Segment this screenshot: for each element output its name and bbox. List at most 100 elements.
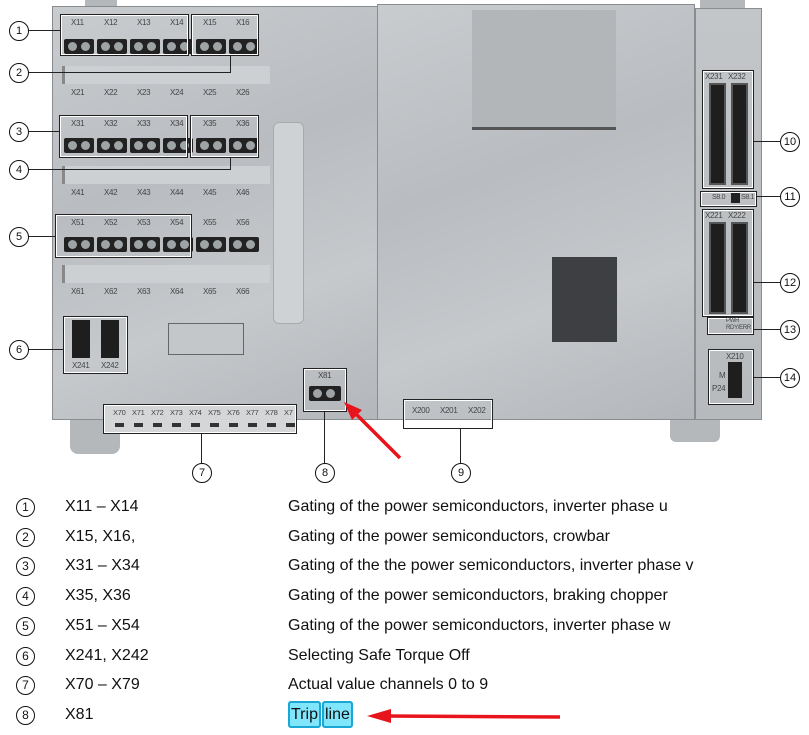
label-x222: X222 bbox=[728, 211, 746, 220]
connector-label: X11 bbox=[71, 18, 84, 27]
label-p24: P24 bbox=[712, 384, 726, 393]
gating-connector[interactable] bbox=[130, 237, 160, 252]
connector-label: X65 bbox=[203, 287, 217, 296]
switch-box bbox=[700, 191, 757, 207]
analog-socket[interactable] bbox=[134, 423, 143, 427]
analog-socket[interactable] bbox=[172, 423, 181, 427]
highlighted-word[interactable]: Trip bbox=[288, 700, 321, 728]
dip-switch[interactable] bbox=[731, 193, 740, 203]
analog-socket[interactable] bbox=[248, 423, 257, 427]
analog-box bbox=[103, 404, 297, 434]
gating-connector[interactable] bbox=[97, 39, 127, 54]
group-box-5 bbox=[55, 214, 192, 258]
legend-number: 7 bbox=[16, 676, 35, 696]
sto-connector-x241[interactable] bbox=[72, 320, 90, 358]
connector-label: X34 bbox=[170, 119, 184, 128]
callout-3: 3 bbox=[9, 122, 29, 142]
gating-connector[interactable] bbox=[64, 138, 94, 153]
cover-strip bbox=[62, 66, 270, 84]
leader-4 bbox=[230, 157, 231, 169]
legend-description: Gating of the power semiconductors, inve… bbox=[288, 498, 668, 515]
connector-x81[interactable] bbox=[309, 386, 341, 401]
legend-description: Selecting Safe Torque Off bbox=[288, 646, 470, 664]
gating-connector[interactable] bbox=[130, 39, 160, 54]
callout-13: 13 bbox=[780, 320, 800, 340]
sto-box bbox=[63, 316, 128, 374]
gating-connector[interactable] bbox=[196, 138, 226, 153]
sto-connector-x242[interactable] bbox=[101, 320, 119, 358]
gating-connector[interactable] bbox=[196, 237, 226, 252]
gating-connector[interactable] bbox=[97, 237, 127, 252]
legend-description: Actual value channels 0 to 9 bbox=[288, 676, 489, 694]
gating-connector[interactable] bbox=[64, 237, 94, 252]
highlighted-word[interactable]: line bbox=[321, 700, 353, 728]
mounting-tab bbox=[700, 0, 745, 8]
analog-label: X71 bbox=[132, 408, 145, 417]
mounting-tab bbox=[85, 0, 117, 8]
x231-box bbox=[702, 70, 754, 189]
connector-x221[interactable] bbox=[709, 222, 726, 314]
analog-socket[interactable] bbox=[210, 423, 219, 427]
gating-connector[interactable] bbox=[163, 39, 193, 54]
label-s8-0: S8.0 bbox=[712, 194, 726, 201]
analog-label: X73 bbox=[170, 408, 183, 417]
gating-connector[interactable] bbox=[229, 39, 259, 54]
gating-connector[interactable] bbox=[229, 237, 259, 252]
label-x210: X210 bbox=[726, 352, 744, 361]
connector-x232[interactable] bbox=[731, 83, 748, 185]
connector-label: X14 bbox=[170, 18, 184, 27]
leader-14 bbox=[753, 377, 780, 378]
gating-connector[interactable] bbox=[130, 138, 160, 153]
label-s8-1: S8.1 bbox=[741, 194, 755, 201]
legend-connector-id: X81 bbox=[65, 705, 94, 723]
connector-x210[interactable] bbox=[728, 362, 742, 398]
analog-socket[interactable] bbox=[286, 423, 295, 427]
connector-label: X43 bbox=[137, 188, 151, 197]
cover-strip bbox=[62, 265, 270, 283]
connector-x222[interactable] bbox=[731, 222, 748, 314]
gating-connector[interactable] bbox=[64, 39, 94, 54]
analog-socket[interactable] bbox=[191, 423, 200, 427]
leader-5 bbox=[27, 236, 55, 237]
connector-label: X46 bbox=[236, 188, 250, 197]
legend-number: 4 bbox=[16, 587, 35, 607]
rating-plate bbox=[552, 257, 617, 342]
analog-socket[interactable] bbox=[153, 423, 162, 427]
leader-8 bbox=[324, 411, 325, 463]
leader-4 bbox=[27, 169, 231, 170]
connector-label: X22 bbox=[104, 88, 118, 97]
analog-label: X78 bbox=[265, 408, 278, 417]
connector-label: X51 bbox=[71, 218, 85, 227]
x200-box bbox=[403, 399, 493, 429]
gating-connector[interactable] bbox=[97, 138, 127, 153]
connector-x231[interactable] bbox=[709, 83, 726, 185]
analog-label: X75 bbox=[208, 408, 221, 417]
legend-number: 6 bbox=[16, 646, 35, 666]
legend-connector-id: X11 – X14 bbox=[65, 498, 139, 515]
connector-label: X55 bbox=[203, 218, 217, 227]
callout-1: 1 bbox=[9, 21, 29, 41]
analog-socket[interactable] bbox=[267, 423, 276, 427]
callout-10: 10 bbox=[780, 132, 800, 152]
right-panel bbox=[695, 8, 762, 420]
leader-12 bbox=[753, 282, 780, 283]
legend-description: Gating of the the power semiconductors, … bbox=[288, 557, 694, 575]
gating-connector[interactable] bbox=[163, 237, 193, 252]
label-x241: X241 bbox=[72, 361, 90, 370]
analog-socket[interactable] bbox=[229, 423, 238, 427]
gating-connector[interactable] bbox=[229, 138, 259, 153]
label-x81: X81 bbox=[318, 371, 332, 380]
cover-strip bbox=[62, 166, 270, 184]
connector-label: X66 bbox=[236, 287, 250, 296]
gating-connector[interactable] bbox=[196, 39, 226, 54]
connector-label: X21 bbox=[71, 88, 85, 97]
connector-label: X56 bbox=[236, 218, 250, 227]
gating-connector[interactable] bbox=[163, 138, 193, 153]
leader-9 bbox=[460, 428, 461, 463]
analog-label: X70 bbox=[113, 408, 126, 417]
cover-plate bbox=[472, 10, 616, 130]
analog-socket[interactable] bbox=[115, 423, 124, 427]
group-box-1 bbox=[60, 14, 189, 56]
